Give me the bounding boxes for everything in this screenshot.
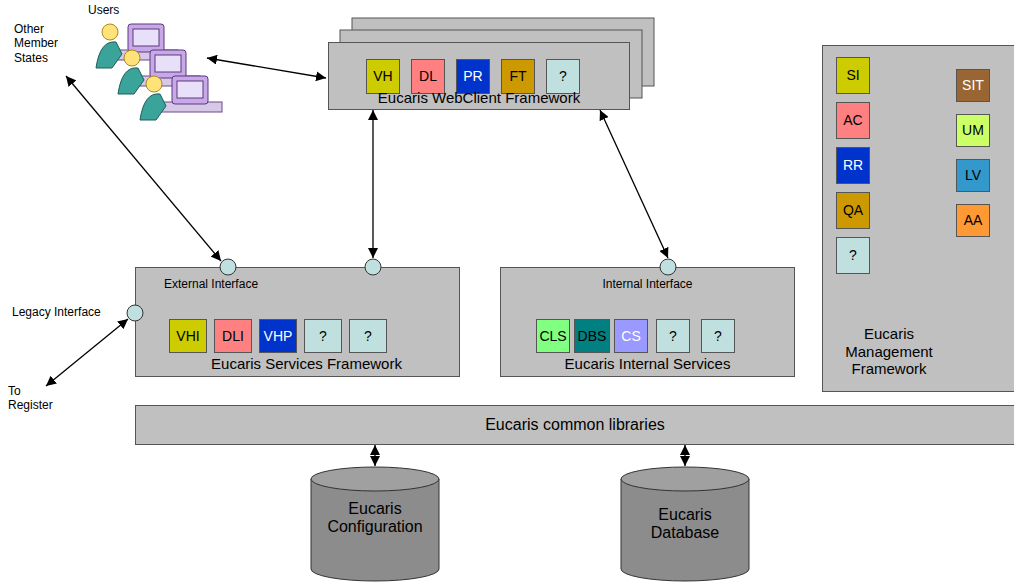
cylinder-body [621,479,749,581]
box-label: Eucaris Database [624,506,746,543]
module-code: LV [965,167,981,183]
connector-arrow [374,445,375,466]
framework-box: Eucaris common libraries [135,405,1014,445]
box-label: Eucaris Configuration [314,500,436,537]
user-head [102,24,118,40]
database-cylinder: Eucaris Configuration [310,466,440,582]
monitor [150,50,186,78]
module-code: RR [843,157,863,173]
module-code: CLS [539,328,566,344]
monitor-screen [133,29,159,46]
monitor [128,24,164,52]
module-code: PR [463,68,482,84]
interface-circle [365,259,381,275]
module-code: ? [559,68,567,84]
framework-box: Eucaris Management Framework SI AC RR QA? SIT… [822,45,1014,392]
module-box: QA [836,192,870,229]
interface-circle [660,259,676,275]
module-code: QA [843,202,863,218]
annotation-label: To Register [8,384,62,413]
module-box: ? [836,237,870,274]
box-label: Eucaris Internal Services [509,355,786,372]
module-code: CS [621,328,640,344]
module-box: CLS [536,319,570,353]
annotation-label: Legacy Interface [12,305,122,319]
users-illustration [96,24,222,120]
box-label: Eucaris Services Framework [164,355,449,372]
cylinder-body [311,479,439,581]
module-code: ? [319,328,327,344]
user-body [140,94,166,120]
module-box: LV [956,159,990,192]
module-code: VHI [176,328,199,344]
module-box: DBS [574,319,610,353]
module-code: VHP [264,328,293,344]
framework-box: Eucaris WebClient Framework VH DL PR FT? [328,42,630,110]
module-box: ? [349,319,387,353]
module-code: ? [669,328,677,344]
module-code: UM [962,122,984,138]
module-code: AC [843,112,862,128]
module-box: AA [956,204,990,237]
module-box: UM [956,114,990,147]
user-head [146,76,162,92]
user-body [96,42,122,68]
module-box: RR [836,147,870,184]
annotation-label: Other Member States [14,22,72,65]
module-box: VHI [169,319,207,353]
module-code: SIT [962,77,984,93]
box-label: Eucaris WebClient Framework [335,89,623,106]
users-arrow [207,58,326,78]
module-code: ? [849,247,857,263]
module-code: ? [364,328,372,344]
module-code: FT [509,68,526,84]
connector-arrow [684,445,685,466]
interface-circle [220,259,236,275]
module-code: DBS [578,328,607,344]
user-head [124,50,140,66]
interface-circle [127,305,143,321]
database-cylinder: Eucaris Database [620,466,750,582]
monitor [172,76,208,104]
framework-box: External InterfaceEucaris Services Frame… [135,267,460,377]
module-box: ? [304,319,342,353]
box-label: Internal Interface [509,278,786,292]
cylinder-top [311,467,439,491]
framework-box: Internal InterfaceEucaris Internal Servi… [500,267,795,377]
member-states-arrow [66,76,221,261]
module-box: ? [656,319,690,353]
module-code: VH [373,68,392,84]
cylinder-outline [620,466,750,582]
module-code: DLI [222,328,244,344]
module-code: DL [419,68,437,84]
module-box: SIT [956,69,990,102]
box-label: External Interface [164,278,449,292]
module-box: DLI [214,319,252,353]
connector-arrow [372,110,373,258]
cylinder-top [621,467,749,491]
module-code: ? [714,328,722,344]
module-box: SI [836,57,870,94]
user-body [118,68,144,94]
box-label: Eucaris Management Framework [827,325,951,377]
connector-arrow [600,110,668,258]
module-box: VHP [259,319,297,353]
register-arrow [46,319,128,386]
module-box: AC [836,102,870,139]
monitor-screen [177,81,203,98]
module-box: ? [701,319,735,353]
module-code: AA [964,212,983,228]
module-code: SI [846,67,859,83]
module-box: CS [614,319,648,353]
annotation-label: Users [88,3,148,17]
monitor-screen [155,55,181,72]
box-label: Eucaris common libraries [142,416,1008,434]
